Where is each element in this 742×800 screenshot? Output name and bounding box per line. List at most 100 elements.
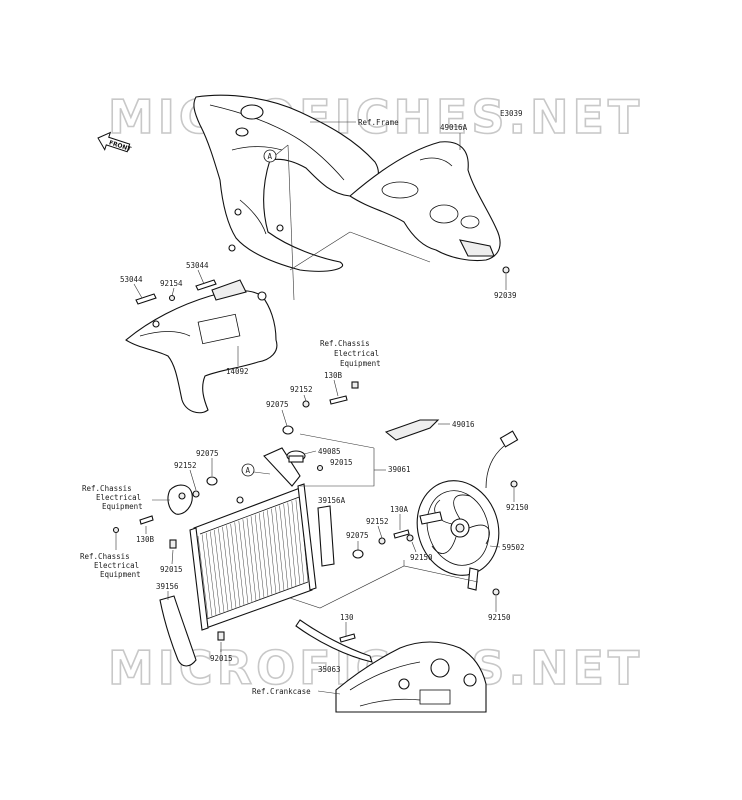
radiator-fin [267,510,277,594]
part-92152-top [302,400,310,408]
label-ref-chassis-top-2: Electrical [334,349,379,358]
part-39156-guard [159,595,197,667]
radiator-fin [258,513,269,597]
part-92150-low-nut [492,588,500,596]
radiator-fin [197,535,209,619]
part-53044-b-clip [195,279,217,291]
part-ref-chassis-top-block [351,381,359,389]
label-92075-top: 92075 [266,400,289,409]
part-92154-bolt [168,294,176,302]
label-ref-chassis-low-1: Ref.Chassis [80,552,130,561]
part-92039-bolt [502,266,510,274]
part-14092-shroud [125,279,278,414]
radiator-fin [291,501,301,585]
label-92150-mid: 92150 [410,553,433,562]
radiator-fin [283,504,293,588]
radiator-fin [201,534,213,617]
label-130A: 130A [390,505,409,514]
radiator-fin [242,519,253,603]
part-53044-a-clip [135,293,157,305]
label-92152-mid: 92152 [366,517,389,526]
label-ref-frame: Ref.Frame [358,118,399,127]
label-ref-chassis-left-1: Ref.Chassis [82,484,132,493]
radiator-fin [218,528,229,611]
radiator-fin [263,511,273,595]
radiator-upper-bracket [263,447,301,487]
fan-connector [499,430,519,448]
radiator-fin [238,520,249,604]
part-92075-left-grommet [206,476,218,486]
part-35063-hose [295,619,373,663]
part-92152-mid [378,537,386,545]
watermark-top: MICROFICHES.NET [108,90,643,144]
label-49016: 49016 [452,420,475,429]
part-130B-left-bolt [139,515,154,525]
label-53044-b: 53044 [186,261,209,270]
label-92075-left: 92075 [196,449,219,458]
label-130B-top: 130B [324,371,343,380]
label-92152-left: 92152 [174,461,197,470]
part-130B-top-bolt [329,395,348,405]
radiator-fin [234,522,245,606]
figure-code: E3039 [500,109,523,118]
label-92015-bottom: 92015 [210,654,233,663]
label-92039: 92039 [494,291,517,300]
part-92075-top-grommet [282,425,294,435]
part-49016-plate [384,419,440,441]
label-92154: 92154 [160,279,183,288]
label-39156A: 39156A [318,496,346,505]
part-49085-cap [286,450,306,463]
radiator-fin [214,529,225,613]
radiator-fin [230,523,241,607]
label-14092: 14092 [226,367,249,376]
label-ref-chassis-left-2: Electrical [96,493,141,502]
label-92015-left: 92015 [160,565,183,574]
label-92150-low: 92150 [488,613,511,622]
radiator-fin [250,516,261,600]
part-130-bolt [339,633,356,643]
radiator-fin [246,517,257,601]
label-92150-top: 92150 [506,503,529,512]
part-92015-bottom-clip [217,631,225,641]
callout-marker-lower: A [241,463,255,477]
radiator-core [193,487,313,629]
label-49085: 49085 [318,447,341,456]
label-ref-chassis-top-1: Ref.Chassis [320,339,370,348]
part-92075-mid-grommet [352,549,364,559]
radiator-fin [295,499,305,584]
part-ref-chassis-low-clip [112,526,120,534]
part-ref-crankcase [335,641,487,713]
label-ref-chassis-low-3: Equipment [100,570,141,579]
label-35063: 35063 [318,665,341,674]
part-92150-top-nut [510,480,518,488]
part-49016A-cover [349,141,501,262]
svg-text:A: A [268,152,273,161]
radiator-fin [205,532,217,616]
part-39156A-strip [317,505,335,567]
label-ref-chassis-low-2: Electrical [94,561,139,570]
radiator-fins [197,497,309,619]
radiator-fin [279,505,289,590]
part-92015-top-clip [316,464,324,472]
label-39061: 39061 [388,465,411,474]
radiator-fin [222,526,233,610]
radiator-fin [287,502,297,587]
part-ref-chassis-left-bracket [167,484,193,515]
label-ref-crankcase: Ref.Crankcase [252,687,311,696]
radiator-mount-top [236,496,244,504]
radiator-fin [209,531,221,614]
frame-part [193,94,379,272]
label-ref-chassis-top-3: Equipment [340,359,381,368]
svg-text:A: A [246,466,251,475]
label-49016A: 49016A [440,123,468,132]
part-130A-bolt [393,529,410,539]
part-92150-mid-nut [406,534,414,542]
part-92015-left-clip [169,539,177,549]
label-92015-top: 92015 [330,458,353,467]
label-130: 130 [340,613,354,622]
radiator-side-tank-left [189,527,209,631]
radiator-fin [226,525,237,608]
radiator-fin [275,507,285,591]
